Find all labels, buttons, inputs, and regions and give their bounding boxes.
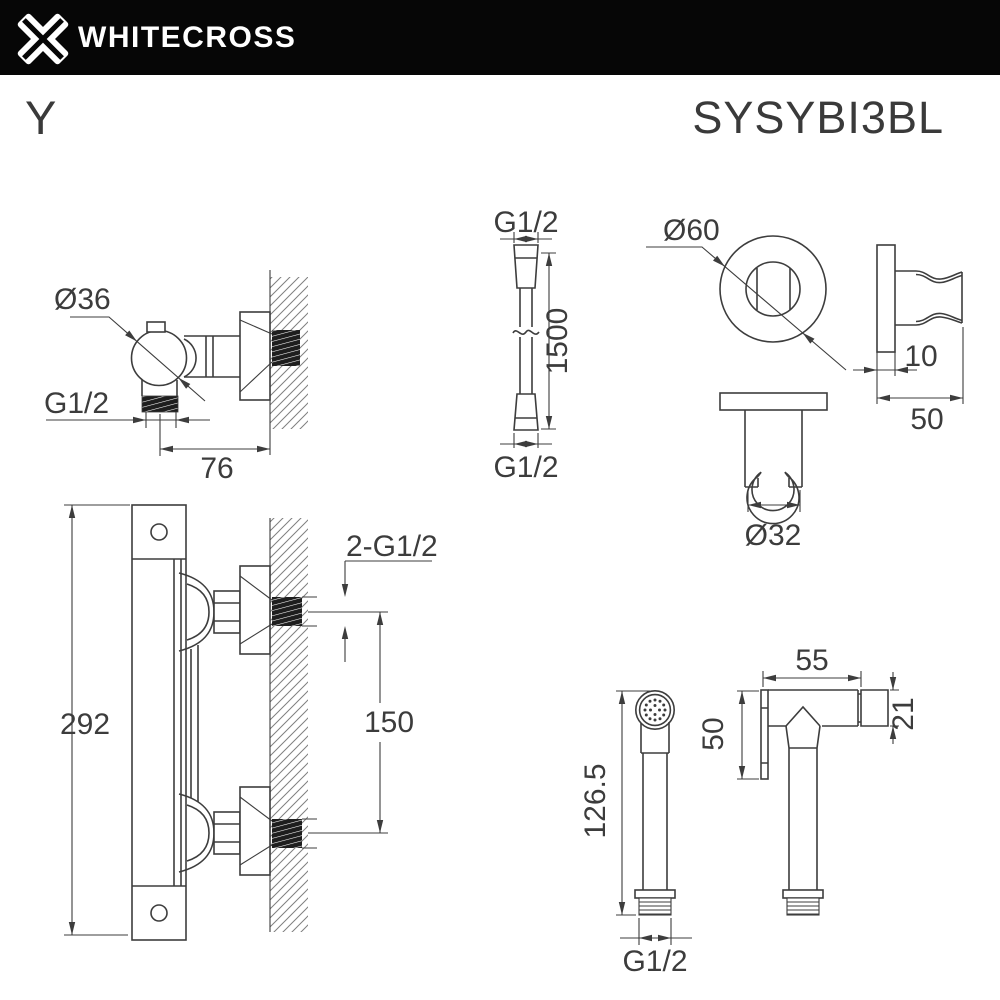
sprayer-head-face — [634, 689, 675, 730]
sprayer-thread-side — [786, 897, 820, 916]
holder-clip-ring — [746, 471, 800, 525]
dim-label-hose-bottom-thread: G1/2 — [493, 451, 558, 484]
dim-label-mixer-inlet-thread: 2-G1/2 — [346, 530, 438, 563]
dim-label-outlet-thread: G1/2 — [44, 387, 109, 420]
dim-label-hose-top-thread: G1/2 — [493, 206, 558, 239]
mixer-screw-hole-bottom — [150, 904, 168, 922]
drawing-thermostatic-mixer: 292 150 2-G1/2 — [60, 504, 438, 941]
holder-wall-plate-side — [876, 244, 896, 353]
dim-label-hose-length: 1500 — [541, 308, 574, 375]
mixer-screw-hole-top — [150, 523, 168, 541]
dim-label-holder-clip-width: Ø32 — [745, 519, 802, 552]
wall-nipple-thread — [272, 330, 300, 366]
sprayer-thread-front — [638, 897, 672, 916]
dim-label-sprayer-nozzle-height: 21 — [887, 697, 920, 730]
dim-label-sprayer-thread: G1/2 — [622, 945, 687, 978]
mixer-inlet-thread-bottom — [272, 819, 302, 848]
drawing-shower-hose: G1/2 G1/2 1500 — [493, 206, 574, 484]
dim-label-holder-plate-thickness: 10 — [904, 340, 937, 373]
dim-label-outlet-wall-distance: 76 — [200, 452, 233, 485]
sprayer-nozzle-dots — [643, 698, 667, 722]
drawing-bidet-sprayer: 126.5 G1/2 55 21 50 — [579, 644, 920, 978]
outlet-thread — [141, 395, 179, 413]
header-bar: WHITECROSS — [0, 0, 1000, 75]
drawing-shower-holder: Ø60 10 50 Ø32 — [646, 214, 964, 552]
dim-label-holder-flange-diameter: Ø60 — [663, 214, 720, 247]
brand-name: WHITECROSS — [78, 20, 297, 54]
drawing-wall-outlet-elbow: Ø36 G1/2 76 — [44, 270, 308, 485]
product-series-label: Y — [25, 91, 57, 144]
dim-label-outlet-diameter: Ø36 — [54, 283, 111, 316]
dim-label-sprayer-height: 126.5 — [579, 763, 612, 838]
mixer-inlet-thread-top — [272, 597, 302, 626]
holder-flange-front — [719, 235, 827, 343]
mixer-wall-hatch — [270, 518, 308, 932]
holder-plate-top-view — [719, 392, 828, 411]
dim-label-sprayer-head-depth: 50 — [697, 717, 730, 750]
dim-label-sprayer-head-width: 55 — [795, 644, 828, 677]
sprayer-nozzle-tip — [858, 689, 889, 727]
product-model-code: SYSYBI3BL — [692, 92, 944, 143]
dim-label-mixer-inlet-spacing: 150 — [364, 706, 414, 739]
mixer-bar-body — [131, 504, 187, 941]
dim-label-mixer-height: 292 — [60, 708, 110, 741]
sprayer-back-plate — [760, 689, 769, 780]
whitecross-logo-icon — [17, 13, 69, 64]
dim-label-holder-depth: 50 — [910, 403, 943, 436]
hose-break-symbol — [512, 329, 540, 335]
